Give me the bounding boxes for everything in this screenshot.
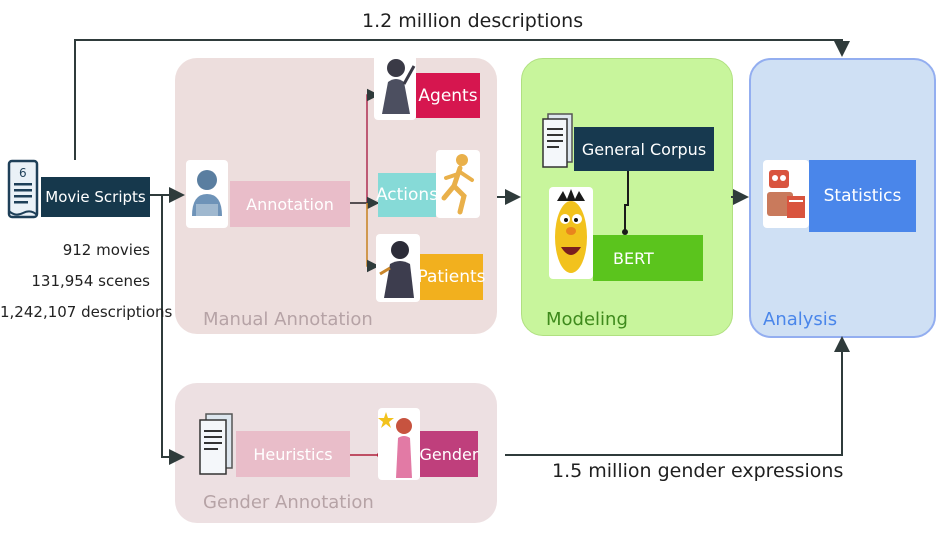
- agents-label: Agents: [418, 85, 478, 106]
- stat-descriptions: 1,242,107 descriptions: [0, 303, 173, 321]
- agents-box: Agents: [416, 73, 480, 118]
- bottom-flow-caption: 1.5 million gender expressions: [552, 460, 844, 482]
- top-flow-caption: 1.2 million descriptions: [362, 10, 584, 32]
- patient-figure-icon: [376, 234, 420, 302]
- stat-movies: 912 movies: [62, 241, 150, 259]
- annotation-to-patients-line: [366, 203, 380, 273]
- bert-box: BERT: [593, 235, 703, 281]
- running-person-icon: [436, 150, 480, 218]
- gender-annotation-title: Gender Annotation: [203, 492, 374, 513]
- statistics-box: Statistics: [809, 160, 916, 232]
- annotation-label: Annotation: [246, 194, 334, 214]
- general-corpus-label: General Corpus: [581, 139, 707, 159]
- heuristics-label: Heuristics: [253, 444, 333, 464]
- analysis-title: Analysis: [763, 309, 838, 330]
- gender-box: Gender: [420, 431, 478, 477]
- top-flow-line: [74, 39, 850, 160]
- actions-box: Actions: [375, 173, 439, 217]
- bert-muppet-icon: [549, 187, 593, 279]
- statistics-label: Statistics: [823, 186, 902, 206]
- scripts-to-gender-line: [161, 195, 185, 465]
- patients-label: Patients: [417, 267, 486, 287]
- annotation-box: Annotation: [230, 181, 350, 227]
- movie-scripts-label: Movie Scripts: [45, 188, 146, 206]
- gender-to-analysis-line: [505, 336, 850, 456]
- movie-scripts-box: Movie Scripts: [41, 177, 150, 217]
- corpus-to-bert-line: [624, 170, 629, 232]
- heuristics-box: Heuristics: [236, 431, 350, 477]
- svg-text:6: 6: [19, 166, 27, 180]
- robot-reading-icon: [763, 160, 809, 228]
- manual-annotation-title: Manual Annotation: [203, 309, 373, 330]
- patients-box: Patients: [417, 254, 486, 300]
- annotator-person-icon: [186, 160, 228, 228]
- corpus-document-icon: [540, 110, 576, 170]
- gender-label: Gender: [419, 444, 479, 464]
- woman-star-icon: [378, 408, 420, 480]
- general-corpus-box: General Corpus: [574, 127, 714, 171]
- bert-label: BERT: [613, 248, 654, 268]
- stat-scenes: 131,954 scenes: [31, 272, 150, 290]
- heuristics-document-icon: [196, 410, 236, 476]
- modeling-title: Modeling: [546, 309, 628, 330]
- agent-figure-icon: [374, 54, 416, 120]
- document-icon: 6: [5, 157, 41, 221]
- actions-label: Actions: [375, 185, 439, 205]
